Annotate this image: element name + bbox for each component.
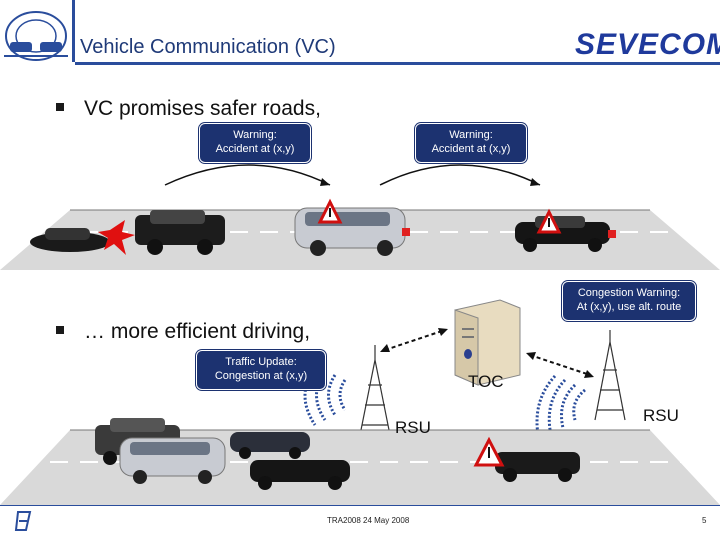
warning-triangle-icon <box>317 198 343 224</box>
bubble-line: Accident at (x,y) <box>431 142 511 155</box>
bubble-line: At (x,y), use alt. route <box>576 300 682 313</box>
toc-label: TOC <box>468 372 504 391</box>
bullet-efficient-driving: … more efficient driving, <box>56 320 310 344</box>
upper-road-scene <box>0 164 720 270</box>
header-vertical-rule <box>72 0 75 62</box>
suv-icon <box>135 210 225 255</box>
car-black-icon <box>250 460 350 490</box>
warning-triangle-icon <box>536 208 562 234</box>
vc-logo-icon <box>4 11 68 61</box>
van-icon <box>119 437 226 484</box>
bubble-line: Congestion at (x,y) <box>214 369 308 382</box>
lower-road-scene <box>0 299 720 505</box>
antenna-tower-icon <box>359 345 391 436</box>
bullet-text: … more efficient driving, <box>84 320 311 343</box>
bullet-marker <box>56 326 64 335</box>
bubble-line: Accident at (x,y) <box>215 142 295 155</box>
congestion-bubble: Congestion Warning: At (x,y), use alt. r… <box>562 281 696 321</box>
car-crashed-icon <box>30 228 110 252</box>
car-black-icon <box>495 452 580 482</box>
footer-conference: TRA2008 24 May 2008 <box>327 516 410 525</box>
footer-logo-icon <box>14 511 32 531</box>
bubble-line: Warning: <box>233 129 277 141</box>
bubble-line: Congestion Warning: <box>577 287 681 299</box>
page-number: 5 <box>702 516 707 525</box>
bubble-line: Warning: <box>449 129 493 141</box>
server-icon <box>454 299 521 386</box>
rsu-right-label: RSU <box>643 406 679 425</box>
antenna-tower-icon <box>594 330 626 421</box>
warning-triangle-icon <box>473 436 505 467</box>
warning-bubble-2: Warning: Accident at (x,y) <box>415 123 527 163</box>
warning-bubble-1: Warning: Accident at (x,y) <box>199 123 311 163</box>
header-rule <box>75 62 720 65</box>
page-title: Vehicle Communication (VC) <box>80 36 336 58</box>
footer-rule <box>0 505 720 506</box>
traffic-update-bubble: Traffic Update: Congestion at (x,y) <box>196 350 326 390</box>
bullet-safer-roads: VC promises safer roads, <box>56 97 321 121</box>
car-dark-icon <box>230 432 310 459</box>
bullet-marker <box>56 103 64 112</box>
bubble-line: Traffic Update: <box>225 356 297 368</box>
sevecom-logo: SEVECOM <box>575 28 720 61</box>
rsu-left-label: RSU <box>395 418 431 437</box>
crash-icon <box>98 220 135 255</box>
bullet-text: VC promises safer roads, <box>84 97 321 120</box>
